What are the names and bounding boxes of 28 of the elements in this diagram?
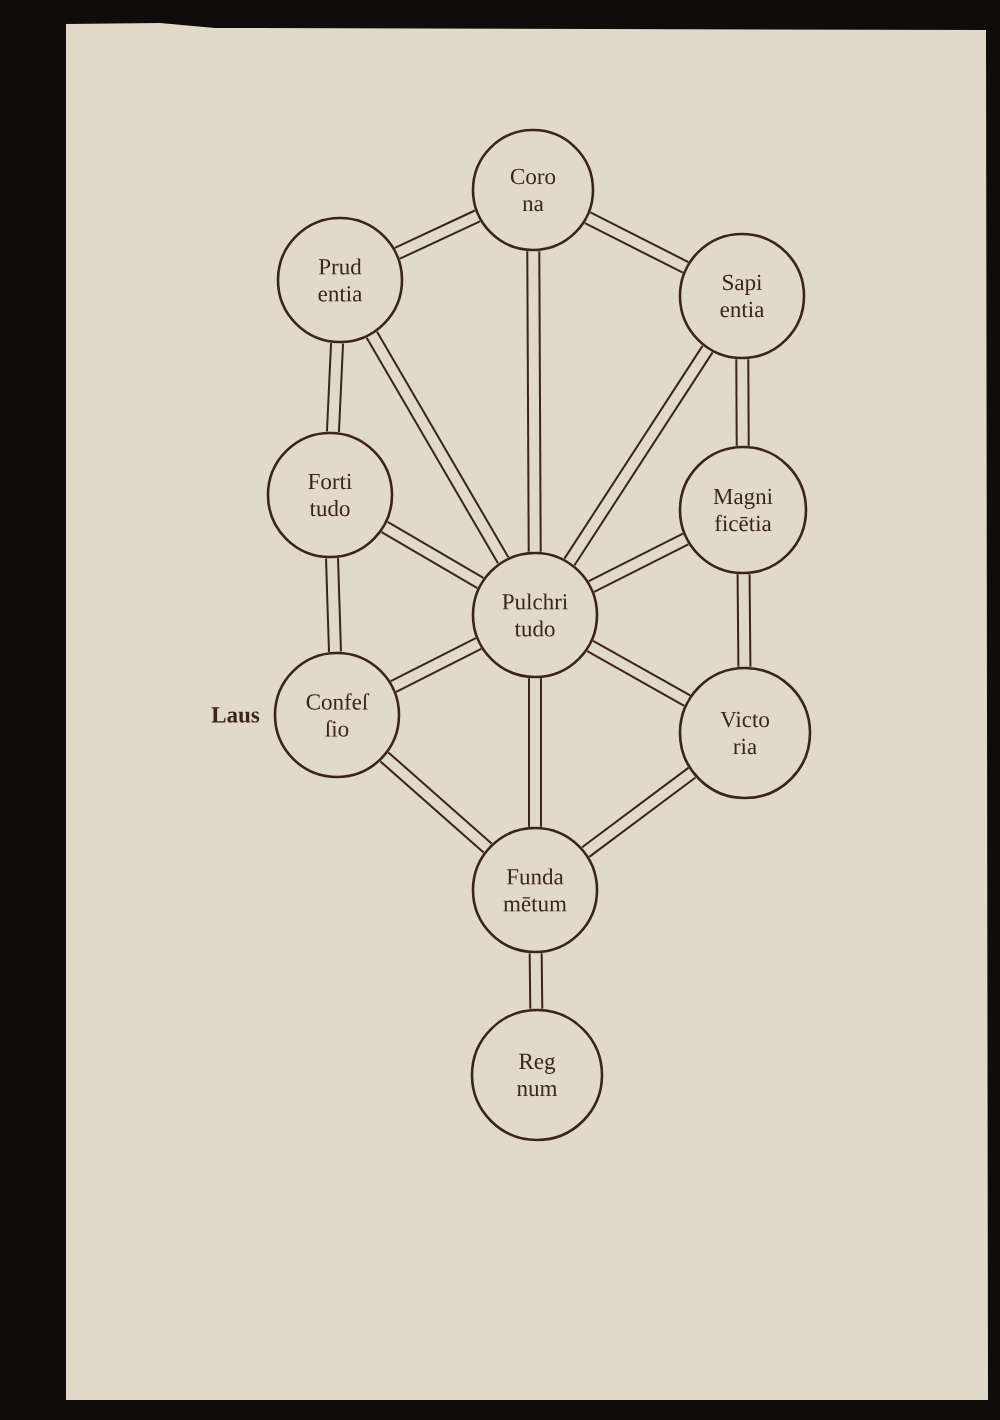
connector-bar: [325, 558, 342, 652]
connector-bar: [325, 342, 345, 433]
connector-bar: [586, 639, 691, 707]
side-label: Laus: [211, 707, 260, 723]
connector-bar: [736, 574, 752, 667]
connector-bar: [379, 751, 493, 854]
circle-node: Magni ficētia: [678, 445, 808, 575]
connector-bar: [394, 209, 481, 260]
connector-bar: [581, 767, 697, 858]
circle-node: Pulchri tudo: [471, 551, 599, 679]
circle-node: Confeſ ſio: [273, 651, 401, 779]
connector-bar: [563, 345, 714, 566]
connector-bar: [390, 637, 482, 693]
circle-node: Funda mētum: [471, 826, 599, 954]
circle-node: Sapi entia: [678, 232, 806, 360]
connector-bar: [528, 953, 544, 1009]
circle-node: Prud entia: [276, 216, 404, 344]
connector-bar: [584, 211, 689, 274]
connector-bar: [528, 678, 542, 827]
connector-bar: [526, 251, 542, 552]
circle-node: Forti tudo: [266, 431, 394, 559]
circle-node: Reg num: [470, 1008, 604, 1142]
connector-bar: [588, 532, 689, 593]
connector-bar: [381, 520, 484, 590]
connector-bar: [735, 359, 750, 446]
circle-node: Coro na: [471, 128, 595, 252]
circle-node: Victo ria: [678, 666, 812, 800]
connector-bar: [365, 331, 510, 564]
